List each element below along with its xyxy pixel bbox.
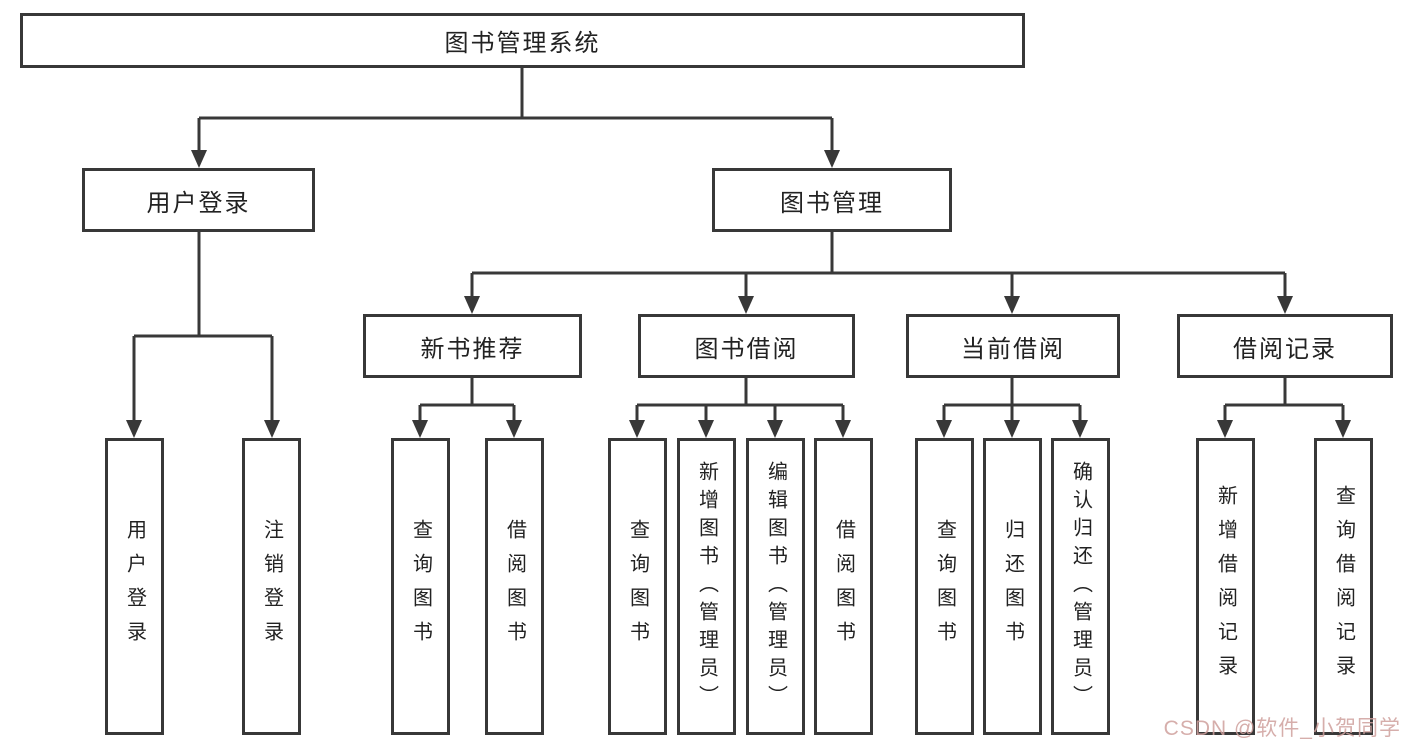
leaf-label: 确认归还（管理员） [1069, 460, 1092, 713]
leaf-logout: 注销登录 [242, 438, 301, 735]
leaf-label: 新增借阅记录 [1214, 484, 1237, 689]
leaf-current-confirm-return-admin: 确认归还（管理员） [1051, 438, 1110, 735]
csdn-watermark: CSDN @软件_小贺同学 [1163, 717, 1401, 740]
leaf-current-query-books: 查询图书 [915, 438, 974, 735]
leaf-label: 编辑图书（管理员） [764, 460, 787, 713]
leaf-label: 查询图书 [409, 518, 432, 655]
node-book-borrowing: 图书借阅 [638, 314, 855, 378]
node-current-borrowing: 当前借阅 [906, 314, 1120, 378]
node-user-login: 用户登录 [82, 168, 315, 232]
leaf-label: 查询借阅记录 [1332, 484, 1355, 689]
node-borrowing-records: 借阅记录 [1177, 314, 1393, 378]
leaf-label: 借阅图书 [503, 518, 526, 655]
leaf-label: 归还图书 [1001, 518, 1024, 655]
leaf-borrow-query-books: 查询图书 [608, 438, 667, 735]
leaf-user-login: 用户登录 [105, 438, 164, 735]
leaf-records-query-record: 查询借阅记录 [1314, 438, 1373, 735]
leaf-borrow-borrow-books: 借阅图书 [814, 438, 873, 735]
leaf-borrow-add-books-admin: 新增图书（管理员） [677, 438, 736, 735]
leaf-label: 新增图书（管理员） [695, 460, 718, 713]
leaf-label: 注销登录 [260, 518, 283, 655]
leaf-borrow-edit-books-admin: 编辑图书（管理员） [746, 438, 805, 735]
leaf-newbooks-borrow-books: 借阅图书 [485, 438, 544, 735]
leaf-label: 查询图书 [626, 518, 649, 655]
leaf-newbooks-query-books: 查询图书 [391, 438, 450, 735]
leaf-current-return-books: 归还图书 [983, 438, 1042, 735]
connector-paths [132, 68, 1345, 421]
node-book-management: 图书管理 [712, 168, 952, 232]
leaf-label: 借阅图书 [832, 518, 855, 655]
node-root: 图书管理系统 [20, 13, 1025, 68]
leaf-records-add-record: 新增借阅记录 [1196, 438, 1255, 735]
node-new-book-recommendation: 新书推荐 [363, 314, 582, 378]
leaf-label: 用户登录 [123, 518, 146, 655]
leaf-label: 查询图书 [933, 518, 956, 655]
